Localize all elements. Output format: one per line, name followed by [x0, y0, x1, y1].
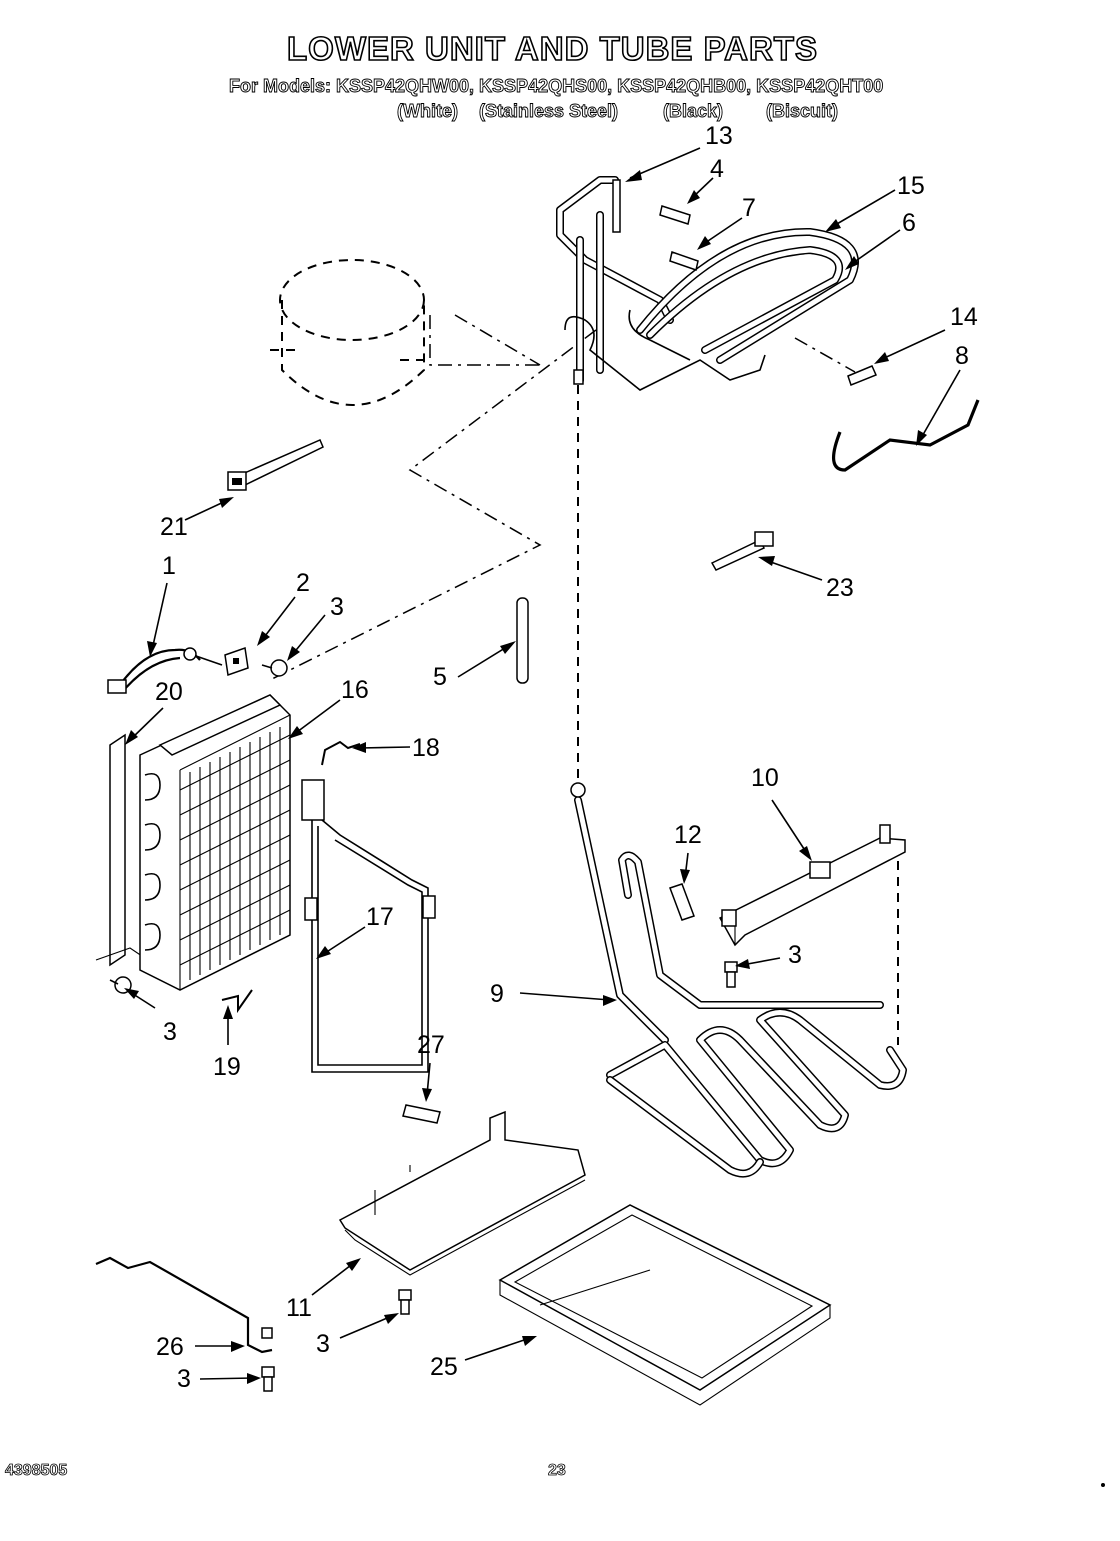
- part-18-clip: [321, 740, 361, 766]
- part-23-cable-tie: [710, 531, 774, 571]
- part-12-tube: [669, 883, 695, 921]
- callout-13: 13: [705, 122, 733, 150]
- part-10-bracket: [718, 824, 906, 947]
- callout-27: 27: [417, 1031, 445, 1059]
- screw-3-bracket: [724, 961, 738, 988]
- part-1-wire-harness: [107, 647, 223, 694]
- variant-stainless-steel: (Stainless Steel): [479, 101, 619, 122]
- callout-7: 7: [742, 194, 756, 222]
- screw-3-rod: [261, 1366, 275, 1392]
- variant-black: (Black): [663, 101, 724, 122]
- part-21-cable-tie: [227, 439, 324, 491]
- callout-3-lower-left: 3: [163, 1018, 177, 1046]
- screw-3-upper: [261, 659, 288, 677]
- callout-15: 15: [897, 172, 925, 200]
- callout-9: 9: [490, 980, 504, 1008]
- part-4-tube-piece: [659, 205, 691, 225]
- compressor-outline: [270, 259, 430, 406]
- corner-dot: [1101, 1483, 1105, 1487]
- screw-3-base: [398, 1289, 412, 1315]
- callout-5: 5: [433, 663, 447, 691]
- part-27-tube-piece: [402, 1104, 441, 1124]
- callout-21: 21: [160, 513, 188, 541]
- part-17-heater-loop: [301, 779, 436, 1073]
- callout-1: 1: [162, 552, 176, 580]
- part-2-bracket: [224, 646, 249, 677]
- callout-20: 20: [155, 678, 183, 706]
- callout-3-bracket: 3: [788, 941, 802, 969]
- callout-18: 18: [412, 734, 440, 762]
- part-7-tube-piece: [669, 251, 699, 271]
- callout-8: 8: [955, 342, 969, 370]
- part-14-tube-piece: [847, 365, 878, 386]
- callout-11: 11: [286, 1294, 312, 1322]
- callout-4: 4: [710, 155, 724, 183]
- part-19-clip: [221, 989, 253, 1014]
- callout-6: 6: [902, 209, 916, 237]
- callout-25: 25: [430, 1353, 458, 1381]
- part-9-evaporator-tube: [570, 782, 907, 1178]
- leader-lines: [269, 314, 899, 1045]
- part-20-bracket: [95, 733, 186, 986]
- callout-26: 26: [156, 1333, 184, 1361]
- part-16-condenser: [139, 694, 291, 991]
- part-8-wire-tube: [832, 399, 980, 472]
- callout-14: 14: [950, 303, 978, 331]
- callout-3-rod: 3: [177, 1365, 191, 1393]
- callout-arrows: [124, 147, 961, 1384]
- tube-assembly-top: [556, 176, 859, 391]
- part-11-base-pan: [338, 1110, 586, 1276]
- callout-3-upper: 3: [330, 593, 344, 621]
- document-number: 4398505: [5, 1462, 68, 1480]
- callout-2: 2: [296, 569, 310, 597]
- variant-biscuit: (Biscuit): [766, 101, 839, 122]
- part-25-drain-pan: [498, 1204, 832, 1406]
- callout-12: 12: [674, 821, 702, 849]
- page-number: 23: [548, 1462, 567, 1480]
- callout-16: 16: [341, 676, 369, 704]
- page-title: LOWER UNIT AND TUBE PARTS: [286, 29, 818, 68]
- part-5-tube: [516, 597, 529, 684]
- models-line: For Models: KSSP42QHW00, KSSP42QHS00, KS…: [229, 76, 884, 97]
- callout-10: 10: [751, 764, 779, 792]
- callout-23: 23: [826, 574, 854, 602]
- part-26-rod: [95, 1256, 273, 1354]
- callout-19: 19: [213, 1053, 241, 1081]
- variant-white: (White): [397, 101, 459, 122]
- callout-3-base: 3: [316, 1330, 330, 1358]
- callout-17: 17: [366, 903, 394, 931]
